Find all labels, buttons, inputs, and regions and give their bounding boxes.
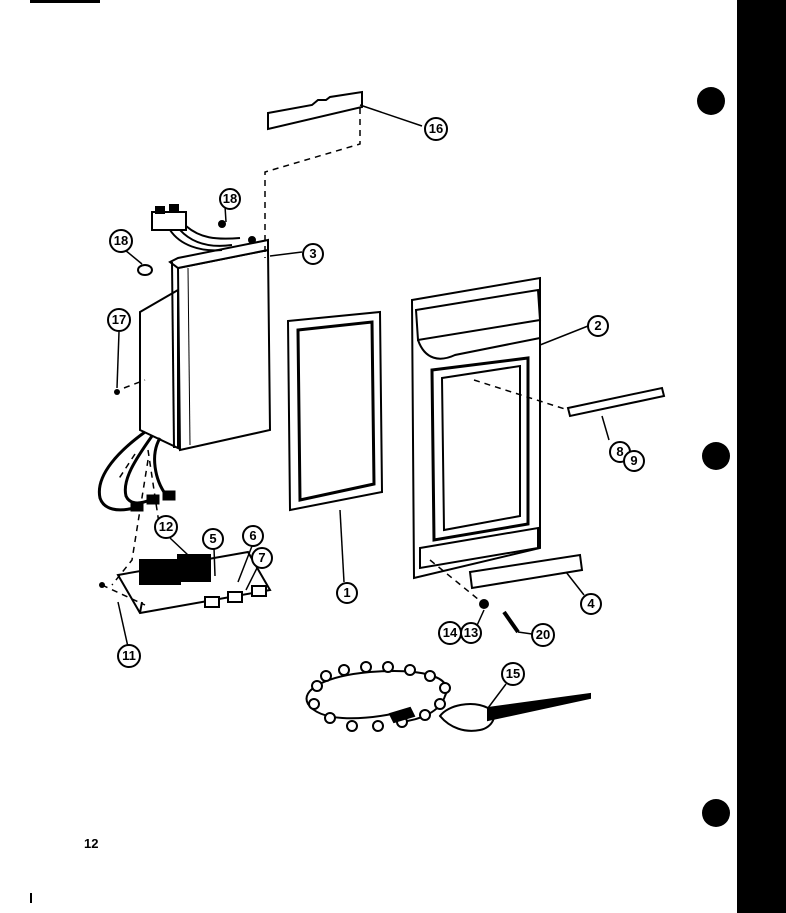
callout-2: 2 xyxy=(587,315,609,337)
part-3-top-connector xyxy=(151,204,256,252)
callout-12: 12 xyxy=(154,515,178,539)
page-edge-bar xyxy=(737,0,786,913)
corner-mark xyxy=(30,893,32,903)
callout-11: 11 xyxy=(117,644,141,668)
part-3-control-box xyxy=(139,238,272,452)
callout-17: 17 xyxy=(107,308,131,332)
callout-9-label: 9 xyxy=(630,453,637,468)
callout-14-label: 14 xyxy=(443,625,458,640)
callout-7-label: 7 xyxy=(258,550,265,565)
callout-8-label: 8 xyxy=(616,444,623,459)
part-18-grommet xyxy=(137,264,153,276)
page-number: 12 xyxy=(84,836,99,851)
callout-4: 4 xyxy=(580,593,602,615)
callout-20-label: 20 xyxy=(536,627,550,642)
assembly-dashed-lines xyxy=(101,108,569,606)
callout-16: 16 xyxy=(424,117,448,141)
part-12-terminal-board xyxy=(116,550,272,615)
top-edge-mark xyxy=(30,0,100,3)
callout-4-label: 4 xyxy=(587,596,595,611)
part-17-screw xyxy=(114,389,120,395)
callout-11-label: 11 xyxy=(122,648,136,663)
callout-14: 14 xyxy=(438,621,462,645)
callout-1-label: 1 xyxy=(343,585,350,600)
callout-2-label: 2 xyxy=(594,318,601,333)
callout-leader-lines xyxy=(116,104,610,709)
callout-18-left: 18 xyxy=(109,229,133,253)
callout-17-label: 17 xyxy=(112,312,126,327)
callout-15-label: 15 xyxy=(506,666,520,681)
callout-15: 15 xyxy=(501,662,525,686)
part-3-wire-harness xyxy=(97,430,176,512)
callout-20: 20 xyxy=(531,623,555,647)
part-8-9-hinge-rod xyxy=(566,386,666,418)
callout-16-label: 16 xyxy=(429,121,443,136)
callout-3-label: 3 xyxy=(309,246,316,261)
callout-1: 1 xyxy=(336,582,358,604)
callout-6: 6 xyxy=(242,525,264,547)
binder-hole-middle xyxy=(702,442,730,470)
part-2-door-assembly xyxy=(410,276,542,580)
callout-18-top-label: 18 xyxy=(223,191,237,206)
callout-5: 5 xyxy=(202,528,224,550)
binder-hole-top xyxy=(697,87,725,115)
part-15-temperature-probe xyxy=(305,661,591,732)
callout-3: 3 xyxy=(302,243,324,265)
callout-9: 9 xyxy=(623,450,645,472)
callout-13-label: 13 xyxy=(464,625,478,640)
callout-12-label: 12 xyxy=(159,519,173,534)
callout-6-label: 6 xyxy=(249,528,256,543)
part-4-door-trim-strip xyxy=(468,553,584,590)
callout-13: 13 xyxy=(460,622,482,644)
callout-5-label: 5 xyxy=(209,531,216,546)
part-1-door-gasket xyxy=(286,310,384,512)
callout-18-top: 18 xyxy=(219,188,241,210)
callout-7: 7 xyxy=(251,547,273,569)
part-16-top-bracket xyxy=(267,90,363,131)
callout-18-left-label: 18 xyxy=(114,233,128,248)
part-20-pin xyxy=(502,610,520,634)
binder-hole-bottom xyxy=(702,799,730,827)
